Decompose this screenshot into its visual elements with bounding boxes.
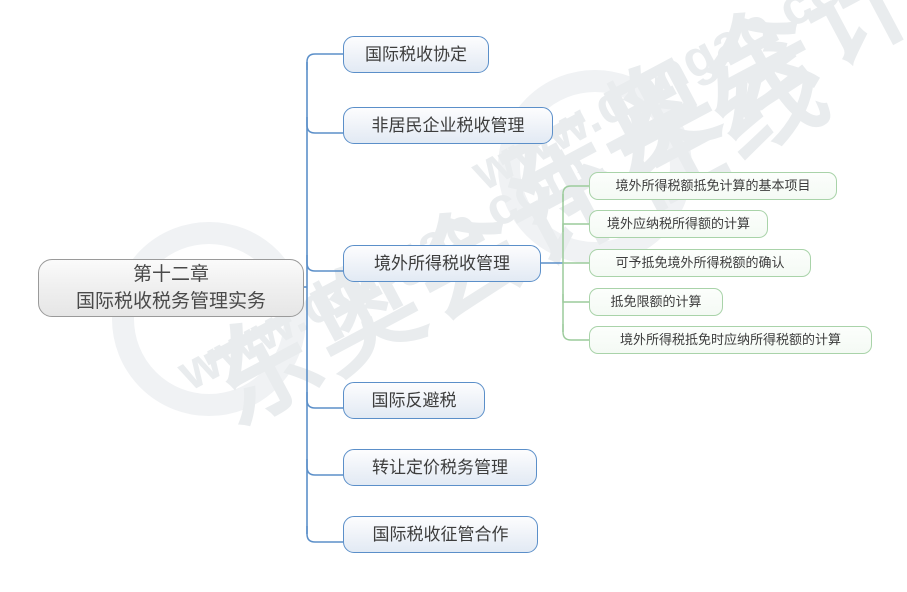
leaf-node-label: 抵免限额的计算 xyxy=(610,294,702,309)
leaf-node-payable-tax-after-credit[interactable]: 境外所得税抵免时应纳所得税额的计算 xyxy=(589,326,872,354)
branch-node-label: 国际税收征管合作 xyxy=(372,524,509,544)
branch-node-tax-administration-cooperation[interactable]: 国际税收征管合作 xyxy=(343,516,538,553)
branch-node-overseas-income-tax[interactable]: 境外所得税收管理 xyxy=(343,245,541,282)
branch-node-label: 境外所得税收管理 xyxy=(374,253,510,273)
branch-node-label: 国际反避税 xyxy=(371,390,457,410)
edge-to-branch-5 xyxy=(306,459,343,476)
root-node-label: 第十二章 国际税收税务管理实务 xyxy=(75,264,266,312)
branch-node-transfer-pricing[interactable]: 转让定价税务管理 xyxy=(343,449,537,486)
branch-node-label: 转让定价税务管理 xyxy=(372,457,508,477)
leaf-node-basic-items[interactable]: 境外所得税额抵免计算的基本项目 xyxy=(589,172,837,200)
branch-node-label: 非居民企业税收管理 xyxy=(371,115,525,135)
edge-to-branch-4 xyxy=(306,392,343,409)
root-node[interactable]: 第十二章 国际税收税务管理实务 xyxy=(38,259,304,317)
branch-node-anti-tax-avoidance[interactable]: 国际反避税 xyxy=(343,382,485,419)
branch-node-international-tax-treaty[interactable]: 国际税收协定 xyxy=(343,36,489,73)
edge-to-branch-1 xyxy=(306,53,343,70)
leaf-node-taxable-income-calculation[interactable]: 境外应纳税所得额的计算 xyxy=(589,210,768,238)
leaf-node-label: 境外应纳税所得额的计算 xyxy=(606,216,750,231)
edge-to-branch-3 xyxy=(306,255,343,272)
branch-node-label: 国际税收协定 xyxy=(365,44,467,64)
leaf-node-creditable-tax-confirmation[interactable]: 可予抵免境外所得税额的确认 xyxy=(589,249,811,277)
leaf-node-label: 境外所得税抵免时应纳所得税额的计算 xyxy=(619,332,841,347)
edge-to-leaf-2 xyxy=(562,223,589,232)
leaf-node-label: 可予抵免境外所得税额的确认 xyxy=(615,255,785,270)
edge-to-leaf-4 xyxy=(562,294,589,303)
leaf-node-credit-limit-calculation[interactable]: 抵免限额的计算 xyxy=(589,288,723,316)
edge-to-leaf-1 xyxy=(562,185,589,202)
edge-to-branch-6 xyxy=(306,526,343,543)
leaf-node-label: 境外所得税额抵免计算的基本项目 xyxy=(615,178,811,193)
edge-to-leaf-5 xyxy=(562,324,589,341)
edge-to-branch-2 xyxy=(306,117,343,134)
branch-node-non-resident-enterprise[interactable]: 非居民企业税收管理 xyxy=(343,107,553,144)
